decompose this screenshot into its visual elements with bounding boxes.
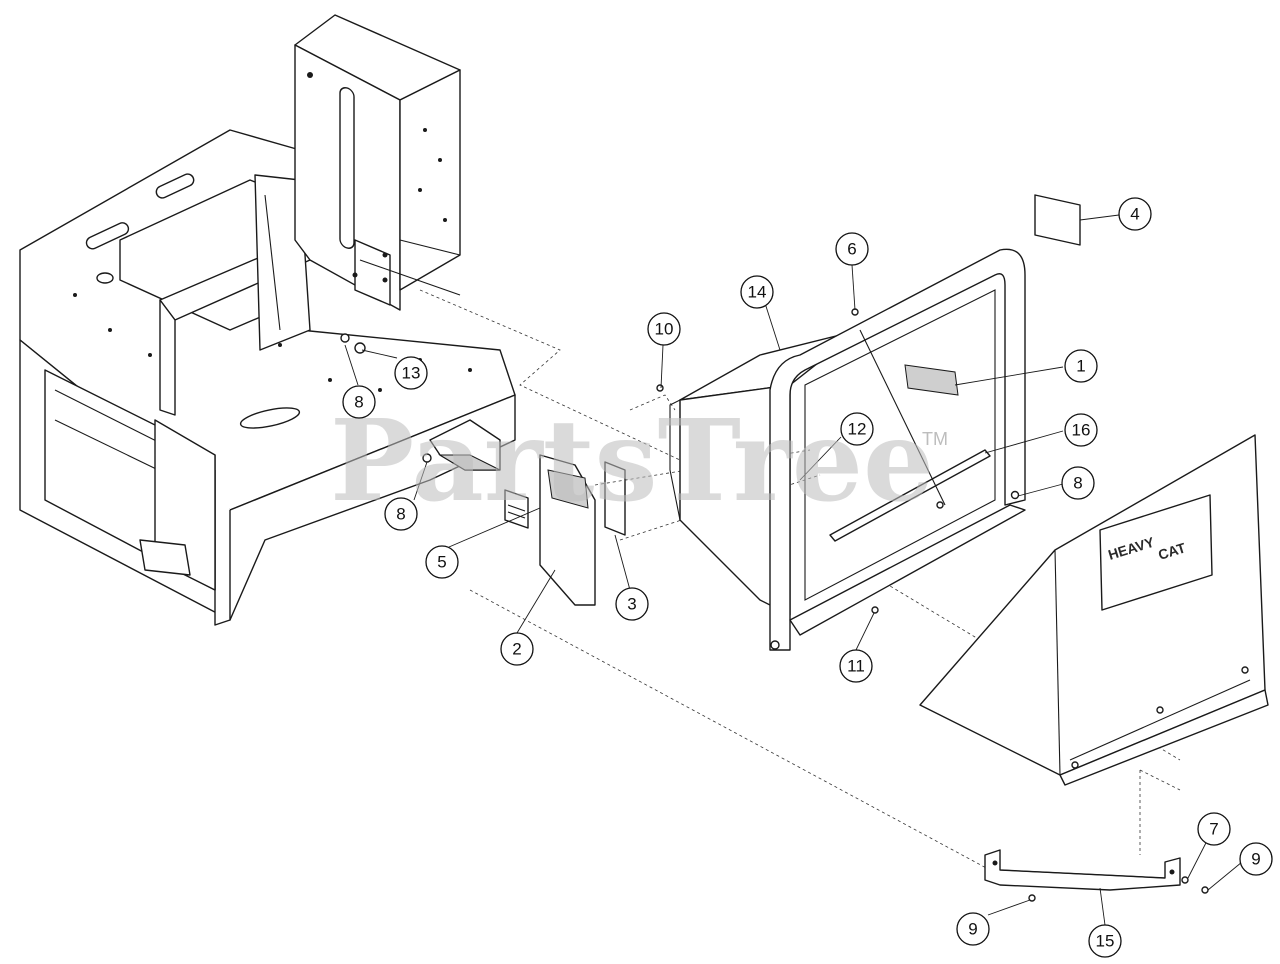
callout-label: 4 [1130, 205, 1139, 224]
mount-bracket [984, 849, 1209, 902]
callout-3[interactable]: 3 [615, 587, 649, 621]
watermark-text: PartsTree [330, 396, 934, 527]
callout-8-b[interactable]: 8 [384, 497, 418, 531]
callout-label: 7 [1209, 820, 1218, 839]
callout-label: 11 [847, 657, 865, 676]
callout-5[interactable]: 5 [425, 545, 459, 579]
callout-2[interactable]: 2 [500, 632, 534, 666]
callout-8-a[interactable]: 8 [342, 385, 376, 419]
callout-label: 13 [402, 364, 421, 383]
callout-11[interactable]: 11 [839, 649, 873, 683]
plate-5 [504, 489, 529, 529]
callout-14[interactable]: 14 [740, 275, 774, 309]
plate-3 [604, 461, 626, 536]
callout-13[interactable]: 13 [394, 356, 428, 390]
mower-frame [19, 14, 516, 626]
callout-1[interactable]: 1 [1064, 349, 1098, 383]
bagger-frame [656, 248, 1026, 651]
callout-16[interactable]: 16 [1064, 413, 1098, 447]
callout-15[interactable]: 15 [1088, 924, 1122, 958]
callout-9-a[interactable]: 9 [956, 912, 990, 946]
callout-label: 14 [748, 283, 767, 302]
decal-4 [1034, 194, 1081, 246]
callout-label: 3 [627, 595, 636, 614]
callout-12[interactable]: 12 [840, 412, 874, 446]
watermark: PartsTree TM [330, 396, 948, 527]
callout-7[interactable]: 7 [1197, 812, 1231, 846]
callout-label: 8 [396, 505, 405, 524]
callouts: 1 2 3 4 5 6 7 8 8 8 9 9 10 11 12 13 14 1… [342, 197, 1273, 958]
callout-10[interactable]: 10 [647, 312, 681, 346]
callout-label: 8 [1073, 474, 1082, 493]
callout-label: 1 [1076, 357, 1085, 376]
leader-lines [344, 214, 1243, 926]
callout-label: 8 [354, 393, 363, 412]
callout-label: 10 [655, 320, 674, 339]
brand-decal-line-2: CAT [1156, 539, 1188, 563]
callout-label: 5 [437, 553, 446, 572]
callout-label: 2 [512, 640, 521, 659]
grass-chute: HEAVY CAT [919, 434, 1269, 786]
watermark-tm: TM [922, 429, 948, 449]
callout-4[interactable]: 4 [1118, 197, 1152, 231]
callout-6[interactable]: 6 [835, 232, 869, 266]
callout-label: 15 [1096, 932, 1115, 951]
callout-label: 6 [847, 240, 856, 259]
callout-9-b[interactable]: 9 [1239, 842, 1273, 876]
callout-label: 9 [968, 920, 977, 939]
callout-8-c[interactable]: 8 [1061, 466, 1095, 500]
callout-label: 12 [848, 420, 867, 439]
side-plates [504, 454, 626, 606]
callout-label: 16 [1072, 421, 1091, 440]
callout-label: 9 [1251, 850, 1260, 869]
